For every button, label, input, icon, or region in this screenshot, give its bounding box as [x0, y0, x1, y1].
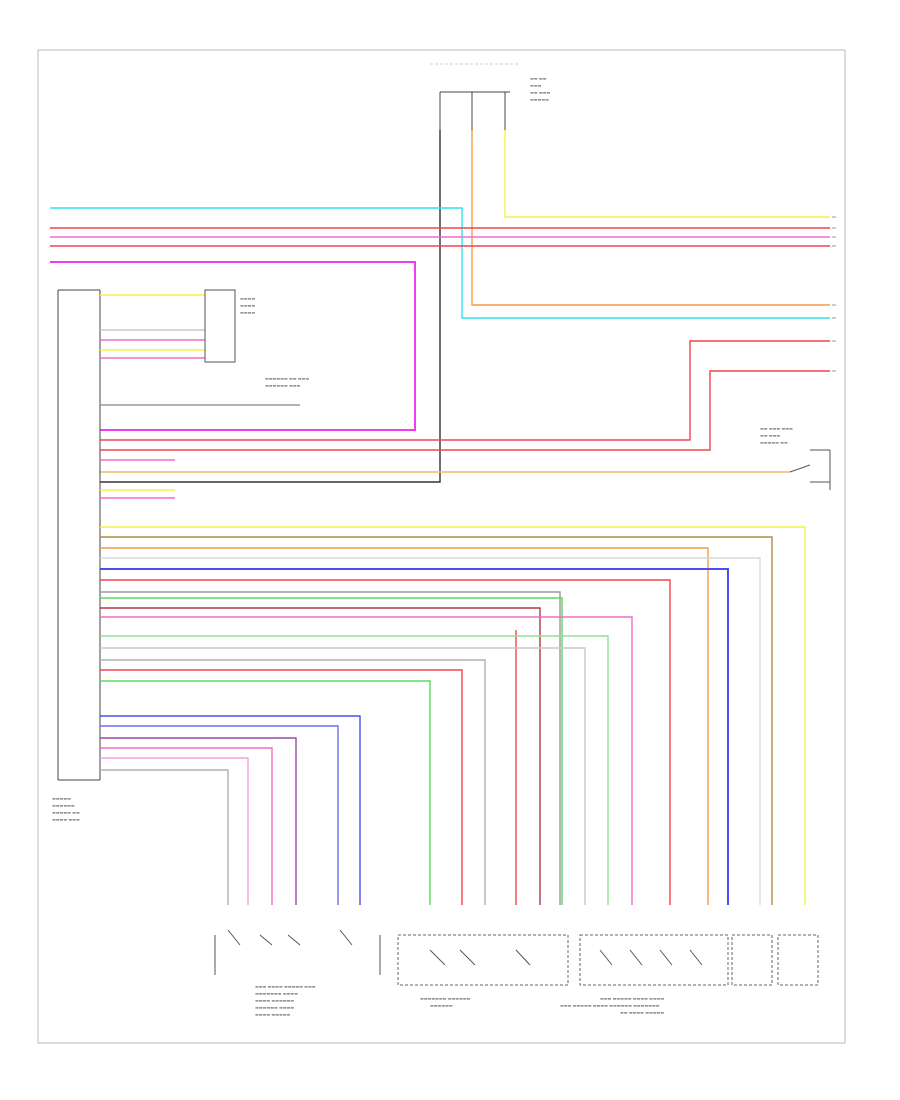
- svg-text:▬▬ ▬▬▬: ▬▬ ▬▬▬: [760, 433, 780, 438]
- svg-text:▬▬▬▬ ▬▬▬: ▬▬▬▬ ▬▬▬: [52, 817, 80, 822]
- wire-orange-top: [471, 130, 830, 306]
- svg-text:▬▬ ▬▬▬: ▬▬ ▬▬▬: [530, 90, 550, 95]
- svg-text:▬▬▬▬▬▬▬ ▬▬▬▬: ▬▬▬▬▬▬▬ ▬▬▬▬: [255, 991, 298, 996]
- svg-text:▬▬▬▬▬▬ ▬▬▬: ▬▬▬▬▬▬ ▬▬▬: [265, 383, 301, 388]
- wire-red-right-1: [175, 340, 830, 441]
- svg-text:▬▬ ▬▬: ▬▬ ▬▬: [530, 76, 547, 81]
- svg-text:▬▬▬ ▬▬▬▬▬ ▬▬▬▬ ▬▬▬▬▬▬ ▬▬▬▬▬▬▬: ▬▬▬ ▬▬▬▬▬ ▬▬▬▬ ▬▬▬▬▬▬ ▬▬▬▬▬▬▬: [560, 1003, 660, 1008]
- svg-text:▬▬▬▬▬▬: ▬▬▬▬▬▬: [430, 1003, 453, 1008]
- wire-pink-low-1: [100, 747, 273, 905]
- wire-yellow-top: [504, 130, 830, 218]
- wire-orange-long: [100, 547, 709, 905]
- svg-text:▬▬▬ ▬▬▬▬ ▬▬▬▬▬ ▬▬▬: ▬▬▬ ▬▬▬▬ ▬▬▬▬▬ ▬▬▬: [255, 984, 316, 989]
- wire-cyan: [50, 207, 830, 319]
- wire-red-long: [100, 579, 671, 905]
- switch-right: ▬▬▬ ▬▬▬▬▬ ▬▬▬▬ ▬▬▬▬ ▬▬▬ ▬▬▬▬▬ ▬▬▬▬ ▬▬▬▬▬…: [560, 934, 819, 1015]
- wire-brown-long: [100, 536, 773, 905]
- svg-text:▬▬▬▬: ▬▬▬▬: [240, 296, 255, 301]
- svg-text:▬▬▬▬: ▬▬▬▬: [240, 303, 255, 308]
- right-edge-ticks: [832, 216, 836, 372]
- wire-green-long: [100, 597, 563, 905]
- right-side-switch: ▬▬ ▬▬▬ ▬▬▬ ▬▬ ▬▬▬ ▬▬▬▬▬ ▬▬: [760, 426, 831, 490]
- wire-blue-long: [100, 568, 729, 905]
- svg-text:▬▬▬▬▬▬: ▬▬▬▬▬▬: [52, 803, 75, 808]
- svg-text:▬▬▬▬ ▬▬▬▬▬: ▬▬▬▬ ▬▬▬▬▬: [255, 1012, 291, 1017]
- svg-text:▬▬▬ ▬▬▬▬▬ ▬▬▬▬ ▬▬▬▬: ▬▬▬ ▬▬▬▬▬ ▬▬▬▬ ▬▬▬▬: [600, 996, 665, 1001]
- svg-text:▬▬▬▬▬▬ ▬▬ ▬▬▬: ▬▬▬▬▬▬ ▬▬ ▬▬▬: [265, 376, 309, 381]
- wire-gray-low: [100, 769, 229, 905]
- wire-violet-low: [100, 737, 297, 905]
- switch-middle: ▬▬▬▬▬▬▬ ▬▬▬▬▬▬ ▬▬▬▬▬▬: [397, 934, 569, 1008]
- wire-lightgreen-long: [100, 635, 609, 905]
- switch-left: ▬▬▬ ▬▬▬▬ ▬▬▬▬▬ ▬▬▬ ▬▬▬▬▬▬▬ ▬▬▬▬ ▬▬▬▬ ▬▬▬…: [214, 929, 381, 1017]
- module-main: [57, 289, 101, 781]
- svg-text:▬▬▬▬ ▬▬▬▬▬▬: ▬▬▬▬ ▬▬▬▬▬▬: [255, 998, 294, 1003]
- wire-darkred-long: [100, 607, 541, 905]
- svg-text:▬▬▬▬▬▬ ▬▬▬▬: ▬▬▬▬▬▬ ▬▬▬▬: [255, 1005, 294, 1010]
- wire-pink-low-2: [100, 757, 249, 905]
- svg-text:▬▬▬: ▬▬▬: [530, 83, 542, 88]
- wire-yellow-long: [100, 526, 806, 905]
- svg-text:▬▬▬▬▬ ▬▬: ▬▬▬▬▬ ▬▬: [52, 810, 80, 815]
- top-connector: ▬▬ ▬▬ ▬▬▬ ▬▬ ▬▬▬ ▬▬▬▬▬: [439, 76, 550, 130]
- wire-black-vertical: [100, 130, 441, 483]
- svg-text:▬▬▬▬▬ ▬▬: ▬▬▬▬▬ ▬▬: [760, 440, 788, 445]
- svg-text:▬▬▬▬▬: ▬▬▬▬▬: [530, 97, 549, 102]
- svg-text:▬▬▬▬▬▬▬ ▬▬▬▬▬▬: ▬▬▬▬▬▬▬ ▬▬▬▬▬▬: [420, 996, 471, 1001]
- wire-red-right-2: [175, 370, 830, 451]
- wire-blue-low-1: [100, 715, 361, 905]
- svg-text:▬▬▬▬▬: ▬▬▬▬▬: [52, 796, 71, 801]
- wire-gray-long-2: [100, 659, 486, 905]
- wire-pink-long: [100, 616, 633, 905]
- wire-magenta: [50, 261, 416, 431]
- diagram-border: [37, 49, 846, 1044]
- svg-text:▬▬▬▬: ▬▬▬▬: [240, 310, 255, 315]
- upper-sub-connector: ▬▬▬▬ ▬▬▬▬ ▬▬▬▬: [100, 289, 255, 363]
- wire-lightgray-long: [100, 557, 761, 905]
- wire-green-long-2: [100, 680, 431, 905]
- wire-lightgray-long-2: [100, 647, 586, 905]
- wire-red-long-3: [100, 669, 463, 905]
- svg-text:▬▬ ▬▬▬ ▬▬▬: ▬▬ ▬▬▬ ▬▬▬: [760, 426, 793, 431]
- wire-gray-long: [100, 591, 561, 905]
- svg-text:▬▬ ▬▬▬▬ ▬▬▬▬▬: ▬▬ ▬▬▬▬ ▬▬▬▬▬: [620, 1010, 664, 1015]
- wire-blue-low-2: [100, 725, 339, 905]
